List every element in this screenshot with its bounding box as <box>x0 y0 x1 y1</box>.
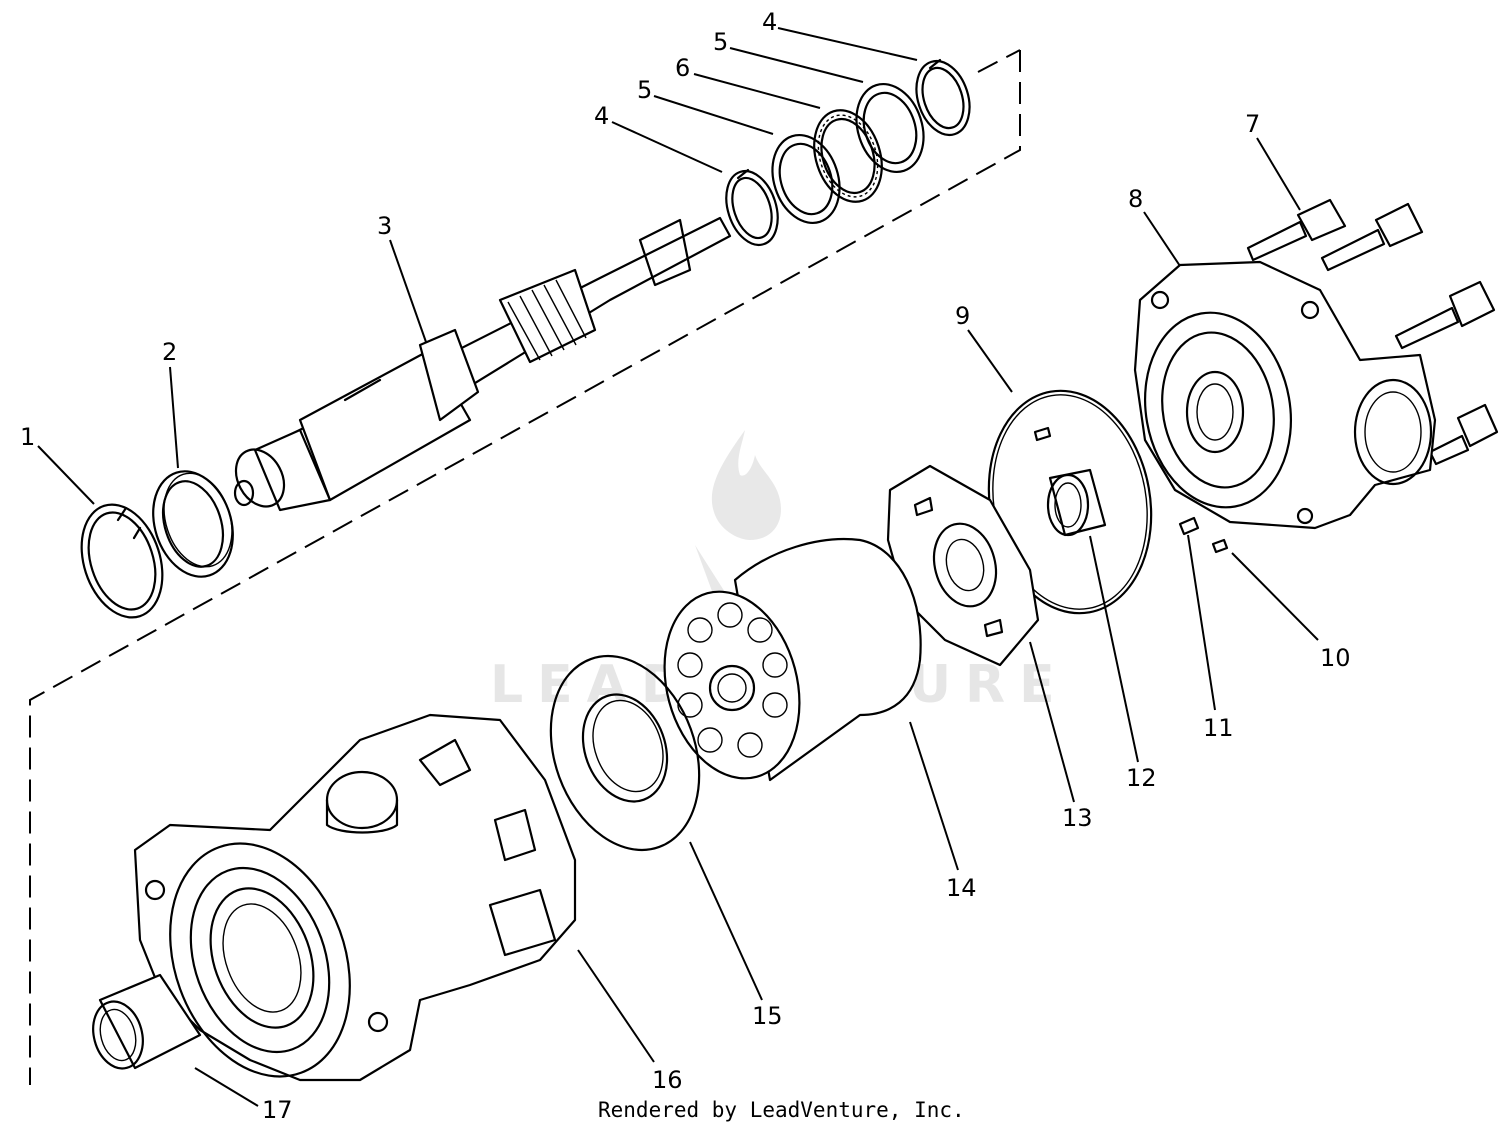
part-4-snap-ring-right <box>915 58 971 137</box>
part-1-retaining-ring <box>80 503 164 619</box>
callout-5-right: 5 <box>713 28 728 56</box>
callout-13: 13 <box>1062 804 1093 832</box>
callout-7: 7 <box>1245 110 1260 138</box>
callout-10: 10 <box>1320 644 1351 672</box>
part-17-bearing-sleeve <box>92 973 202 1070</box>
part-11-dowel-pin <box>1178 516 1200 536</box>
callout-3: 3 <box>377 212 392 240</box>
part-8-end-cover <box>1133 260 1437 530</box>
part-2-bushing <box>152 470 234 578</box>
part-5-washer-right <box>855 82 925 174</box>
assembly-dash-outline <box>29 49 1021 1085</box>
part-4-snap-ring-left <box>725 168 779 246</box>
callout-labels: 1 2 3 4 4 5 5 6 7 8 9 10 11 12 13 14 15 … <box>20 8 1351 1124</box>
part-16-housing <box>133 713 577 1082</box>
callout-17: 17 <box>262 1096 293 1124</box>
callout-4-left: 4 <box>594 102 609 130</box>
callout-5-left: 5 <box>637 76 652 104</box>
callout-15: 15 <box>752 1002 783 1030</box>
part-7-bolts <box>1246 198 1499 466</box>
part-15-thrust-washer <box>549 654 701 852</box>
callout-2: 2 <box>162 338 177 366</box>
callout-1: 1 <box>20 423 35 451</box>
part-14-cylinder-block <box>663 538 922 782</box>
part-13-valve-plate <box>886 464 1040 667</box>
part-3-drive-shaft <box>233 216 732 512</box>
callout-9: 9 <box>955 302 970 330</box>
callout-6: 6 <box>675 54 690 82</box>
part-10-dowel-pin <box>1211 538 1229 554</box>
part-12-needle-bearing <box>1046 468 1107 537</box>
part-5-washer-left <box>771 133 841 225</box>
credit-text: Rendered by LeadVenture, Inc. <box>598 1098 965 1122</box>
callout-4-right: 4 <box>762 8 777 36</box>
callout-12: 12 <box>1126 764 1157 792</box>
callout-8: 8 <box>1128 185 1143 213</box>
callout-16: 16 <box>652 1066 683 1094</box>
callout-14: 14 <box>946 874 977 902</box>
leader-lines <box>37 27 1319 1107</box>
callout-11: 11 <box>1203 714 1234 742</box>
